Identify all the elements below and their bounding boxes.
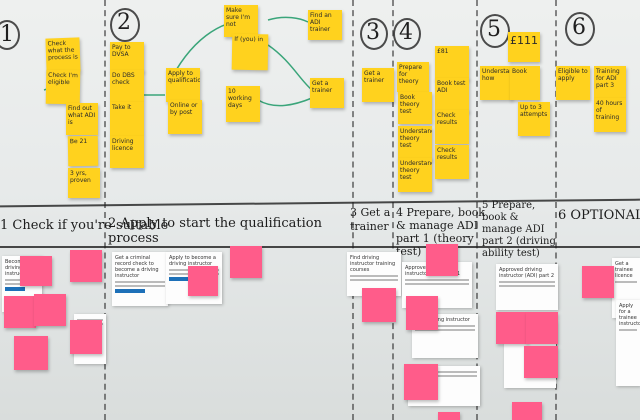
sticky-note: Book test ADI — [435, 78, 469, 112]
printed-page: Apply for a trainee instructor — [616, 300, 640, 386]
sticky-note: Check results — [435, 145, 469, 179]
sticky-note — [496, 312, 528, 344]
printed-page-title: Find driving instructor — [415, 317, 470, 323]
step-number-5: 5 — [487, 17, 501, 42]
sticky-note: Understand how — [480, 66, 512, 100]
step-number-2: 2 — [117, 10, 131, 35]
section-heading-4: 4 Prepare, book & manage ADI part 1 (the… — [396, 206, 485, 258]
sticky-note — [512, 402, 542, 420]
sticky-note — [4, 296, 36, 328]
printed-page: Approved driving instructor (ADI) part 2 — [496, 264, 558, 310]
column-divider — [476, 0, 478, 420]
sticky-note: Eligible to apply — [556, 66, 590, 100]
sticky-note — [70, 320, 102, 354]
column-divider — [555, 0, 557, 420]
sticky-note: Check what the process is — [45, 37, 81, 73]
step-circle-6 — [565, 12, 595, 46]
sticky-note: £81 — [435, 46, 469, 80]
sticky-note — [70, 250, 102, 282]
sticky-note: Get a trainer — [362, 68, 394, 102]
sticky-note — [526, 312, 558, 344]
printed-page-title: Find driving instructor training courses — [350, 255, 396, 273]
sticky-note: Prepare for theory — [397, 62, 429, 92]
step-number-4: 4 — [399, 20, 413, 45]
heading-rule-bottom — [0, 246, 640, 248]
sticky-note — [426, 244, 458, 276]
column-divider — [104, 0, 106, 420]
printed-page-title: Get a trainee licence — [615, 261, 633, 279]
section-heading-3: 3 Get a trainer — [350, 206, 391, 233]
sticky-note: Be 21 — [67, 135, 99, 167]
sticky-note: Book theory test — [398, 92, 432, 124]
sticky-note: Check results — [435, 110, 469, 144]
sticky-note: Find out what ADI is — [66, 103, 98, 135]
sticky-note: Book — [510, 66, 540, 100]
sticky-note: Apply to qualification — [166, 68, 200, 102]
step-circle-2 — [110, 8, 140, 42]
arrow-line — [257, 97, 313, 107]
arrow-line — [267, 44, 313, 91]
sticky-note: If (you) in — [231, 33, 269, 71]
arrow-line — [267, 16, 309, 23]
sticky-note: Get a trainer — [310, 78, 344, 108]
step-circle-5 — [480, 14, 510, 48]
sticky-note: Understand theory test — [398, 126, 432, 160]
sticky-note: Take it — [110, 102, 144, 136]
section-heading-1: 1 Check if you're suitable — [0, 218, 169, 233]
sticky-note — [438, 412, 460, 420]
printed-page: Get a criminal record check to become a … — [112, 252, 168, 306]
sticky-note: Pay to DVSA — [110, 42, 144, 72]
column-divider — [392, 0, 394, 420]
printed-page-title: Apply to become a driving instructor — [169, 255, 216, 267]
sticky-note: Up to 3 attempts — [518, 102, 550, 136]
sticky-note: Online or by post — [168, 100, 202, 134]
sticky-note — [34, 294, 66, 326]
sticky-note — [14, 336, 48, 370]
sticky-note — [362, 288, 396, 322]
step-number-3: 3 — [366, 20, 380, 45]
printed-page-title: Apply for a trainee instructor — [619, 303, 640, 327]
printed-page-title: Become a driving instructor — [5, 259, 30, 277]
sticky-note: Check I'm eligible — [45, 69, 81, 105]
sticky-note — [230, 246, 262, 278]
sticky-note: Understand theory test — [398, 158, 432, 192]
sticky-note — [20, 256, 52, 286]
section-heading-2: 2 Apply to start the qualification proce… — [108, 216, 322, 246]
sticky-note: Find an ADI trainer — [308, 10, 342, 40]
sticky-note: Do DBS check — [110, 70, 144, 102]
sticky-note: 10 working days — [226, 86, 260, 122]
step-circle-1 — [0, 20, 20, 50]
step-number-6: 6 — [572, 15, 586, 40]
sticky-note: 40 hours of training — [594, 98, 626, 132]
step-circle-4 — [393, 18, 421, 50]
column-divider — [352, 0, 354, 420]
sticky-note: Driving licence — [110, 136, 144, 168]
section-heading-6: 6 OPTIONAL- — [558, 208, 640, 223]
sticky-note — [188, 266, 218, 296]
printed-page-title: Get a criminal record check to become a … — [115, 255, 159, 279]
sticky-note: Training for ADI part 3 — [594, 66, 626, 98]
sticky-note — [406, 296, 438, 330]
sticky-note: 3 yrs, proven — [68, 168, 100, 198]
sticky-note: £111 — [508, 32, 540, 62]
sticky-note — [524, 346, 558, 378]
step-circle-3 — [360, 18, 388, 50]
sticky-note: Make sure I'm not — [224, 5, 258, 37]
step-number-1: 1 — [0, 22, 14, 47]
section-heading-5: 5 Prepare, book & manage ADI part 2 (dri… — [482, 200, 556, 259]
sticky-note — [404, 364, 438, 400]
sticky-note — [582, 266, 614, 298]
printed-page-title: Approved driving instructor (ADI) part 2 — [499, 267, 555, 279]
